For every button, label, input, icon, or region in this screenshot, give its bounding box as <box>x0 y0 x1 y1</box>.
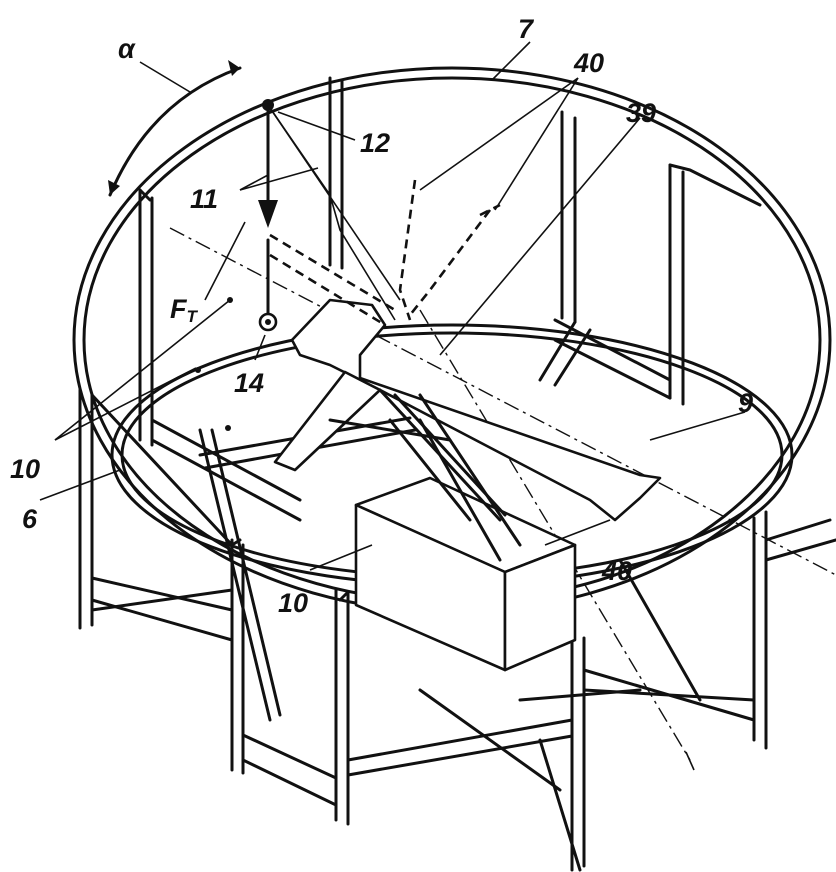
box-block <box>354 476 577 672</box>
label-10-box: 10 <box>278 588 308 618</box>
leader-lines <box>39 41 746 571</box>
label-11: 11 <box>190 184 218 214</box>
axis-tick <box>685 751 695 771</box>
label-40-top: 40 <box>573 48 604 78</box>
label-9: 9 <box>738 388 753 418</box>
seat-assembly <box>273 298 662 562</box>
label-alpha: α <box>118 34 136 64</box>
label-ft: FT <box>170 294 199 326</box>
label-14: 14 <box>234 368 264 398</box>
alternate-positions <box>269 179 501 327</box>
axis-lines <box>169 227 836 771</box>
horizontal-axis-line <box>169 227 836 576</box>
force-arrow <box>258 200 278 228</box>
label-39: 39 <box>626 98 656 128</box>
lower-legs <box>90 428 836 872</box>
tether-lines <box>258 99 401 332</box>
label-12: 12 <box>360 128 390 158</box>
inner-frame <box>150 318 672 522</box>
label-6: 6 <box>22 504 38 534</box>
rotation-angle-arc <box>108 60 242 197</box>
label-10-left: 10 <box>10 454 40 484</box>
vertical-posts <box>78 76 768 872</box>
label-40-right: 40 <box>601 556 632 586</box>
label-7: 7 <box>518 14 535 44</box>
labels: α 7 40 39 12 11 FT 14 10 6 9 10 40 <box>10 14 753 618</box>
